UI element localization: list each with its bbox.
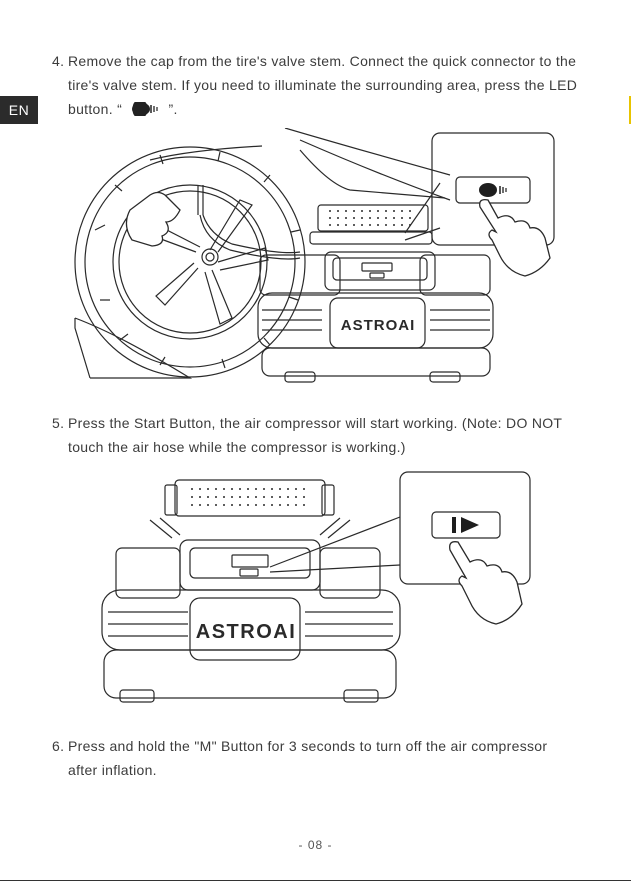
step-text-line: Press the Start Button, the air compress… <box>68 415 563 431</box>
step-text-line: ”. <box>168 101 178 117</box>
edge-marker <box>629 96 631 124</box>
step-text-line: touch the air hose while the compressor … <box>68 439 406 455</box>
step-4: 4.Remove the cap from the tire's valve s… <box>52 49 582 121</box>
led-button-icon <box>132 102 158 116</box>
step-number: 4. <box>52 53 65 69</box>
step-number: 6. <box>52 738 65 754</box>
bottom-rule <box>0 880 631 881</box>
illustration-compressor-start: ASTROAI <box>101 471 531 703</box>
illustration-tire-compressor: ASTROAI <box>74 128 555 383</box>
step-text-line: after inflation. <box>68 762 157 778</box>
brand-label: ASTROAI <box>196 621 297 643</box>
step-text-line: tire's valve stem. If you need to illumi… <box>68 77 578 93</box>
start-button-icon <box>452 517 479 533</box>
step-text-line: Press and hold the "M" Button for 3 seco… <box>68 738 548 754</box>
pointing-hand-icon <box>125 191 551 277</box>
step-text-line: Remove the cap from the tire's valve ste… <box>68 53 577 69</box>
page-number: - 08 - <box>298 838 333 852</box>
step-number: 5. <box>52 415 65 431</box>
step-5: 5.Press the Start Button, the air compre… <box>52 411 582 459</box>
pointing-hand-icon <box>449 541 523 625</box>
brand-label: ASTROAI <box>341 317 416 334</box>
step-text-line: button. “ <box>68 101 123 117</box>
language-tab: EN <box>0 96 38 124</box>
led-button-icon <box>479 183 507 197</box>
step-6: 6.Press and hold the "M" Button for 3 se… <box>52 734 582 782</box>
